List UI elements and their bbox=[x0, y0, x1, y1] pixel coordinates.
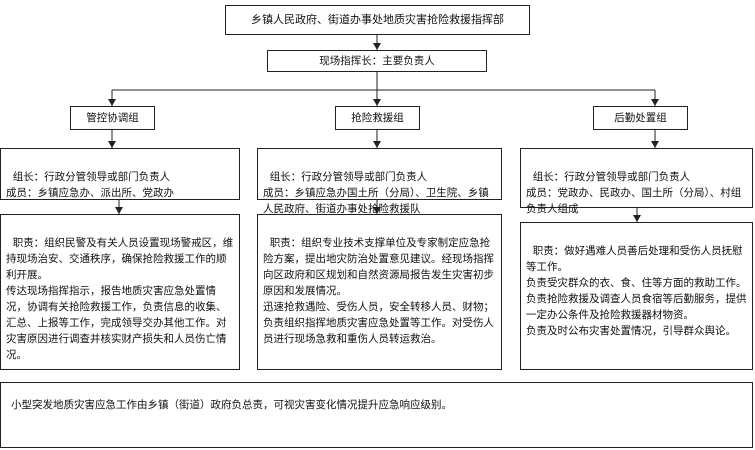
group-header-control: 管控协调组 bbox=[70, 106, 155, 130]
headquarters-title: 乡镇人民政府、街道办事处地质灾害抢险救援指挥部 bbox=[251, 13, 504, 26]
duties-text: 职责：组织专业技术支撑单位及专家制定应急抢险方案，提出地灾防治处置意见建议。经现… bbox=[263, 237, 494, 345]
members-box-rescue: 组长：行政分管领导或部门负责人 成员：乡镇应急办国土所（分局）、卫生院、乡镇人民… bbox=[257, 148, 502, 215]
duties-box-rescue: 职责：组织专业技术支撑单位及专家制定应急抢险方案，提出地灾防治处置意见建议。经现… bbox=[257, 214, 502, 370]
group-name: 抢险救援组 bbox=[351, 112, 404, 124]
duties-text: 职责：做好遇难人员善后处理和受伤人员抚慰等工作。 负责受灾群众的衣、食、住等方面… bbox=[526, 245, 747, 337]
duties-box-control: 职责：组织民警及有关人员设置现场警戒区，维持现场治安、交通秩序，确保抢险救援工作… bbox=[0, 214, 240, 370]
members-text: 组长：行政分管领导或部门负责人 成员：乡镇应急办、派出所、党政办 bbox=[6, 171, 174, 199]
commander-box: 现场指挥长：主要负责人 bbox=[267, 50, 487, 72]
group-name: 后勤处置组 bbox=[614, 112, 667, 124]
duties-text: 职责：组织民警及有关人员设置现场警戒区，维持现场治安、交通秩序，确保抢险救援工作… bbox=[6, 237, 234, 361]
commander-label: 现场指挥长：主要负责人 bbox=[319, 55, 435, 67]
group-name: 管控协调组 bbox=[86, 112, 139, 124]
members-box-control: 组长：行政分管领导或部门负责人 成员：乡镇应急办、派出所、党政办 bbox=[0, 148, 240, 200]
group-header-rescue: 抢险救援组 bbox=[335, 106, 420, 130]
group-header-logistics: 后勤处置组 bbox=[593, 106, 688, 130]
members-box-logistics: 组长：行政分管领导或部门负责人 成员：党政办、民政办、国土所（分局）、村组负责人… bbox=[520, 148, 753, 215]
duties-box-logistics: 职责：做好遇难人员善后处理和受伤人员抚慰等工作。 负责受灾群众的衣、食、住等方面… bbox=[520, 222, 753, 370]
members-text: 组长：行政分管领导或部门负责人 成员：乡镇应急办国土所（分局）、卫生院、乡镇人民… bbox=[263, 171, 489, 215]
footer-note-box: 小型突发地质灾害应急工作由乡镇（街道）政府负总责，可视灾害变化情况提升应急响应级… bbox=[0, 382, 753, 448]
footer-note: 小型突发地质灾害应急工作由乡镇（街道）政府负总责，可视灾害变化情况提升应急响应级… bbox=[11, 399, 452, 411]
members-text: 组长：行政分管领导或部门负责人 成员：党政办、民政办、国土所（分局）、村组负责人… bbox=[526, 171, 742, 215]
headquarters-box: 乡镇人民政府、街道办事处地质灾害抢险救援指挥部 bbox=[225, 5, 530, 35]
